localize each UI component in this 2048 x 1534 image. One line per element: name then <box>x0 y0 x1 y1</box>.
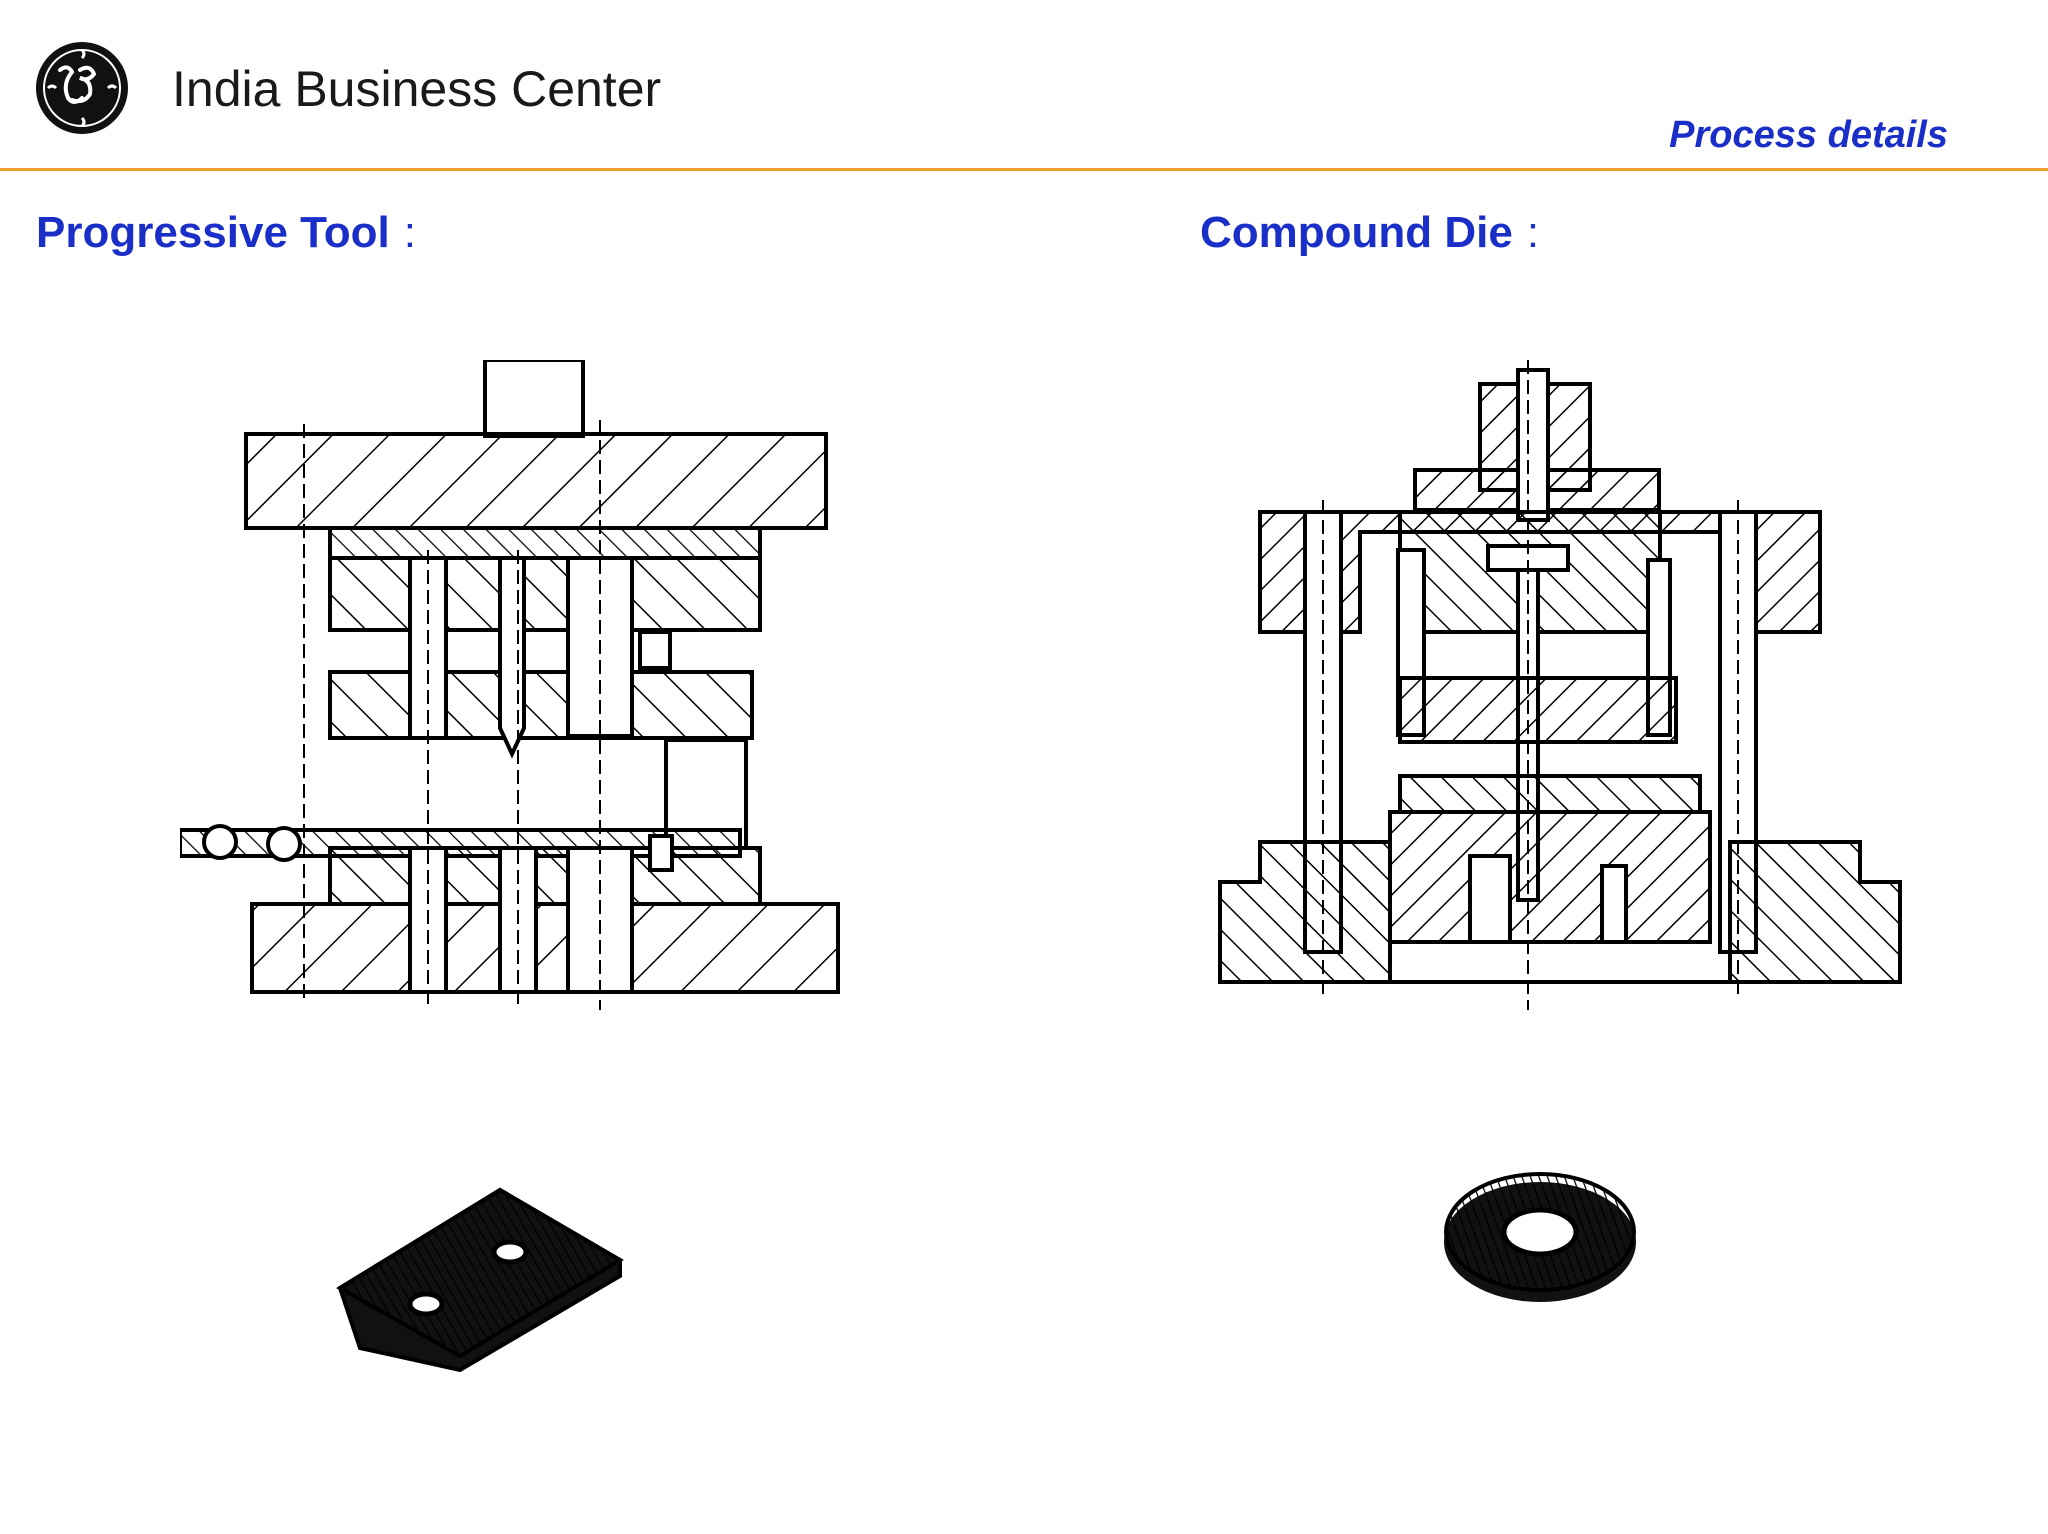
progressive-tool-drawing <box>180 360 840 1010</box>
washer-part <box>1444 1172 1636 1302</box>
section-title: Process details <box>1669 114 1948 156</box>
compound-die-heading: Compound Die: <box>1200 208 1539 258</box>
compound-die-drawing <box>1218 360 1902 1010</box>
progressive-tool-heading: Progressive Tool: <box>36 208 416 258</box>
header-divider <box>0 168 2048 171</box>
compound-die-label: Compound Die <box>1200 208 1513 257</box>
ge-logo <box>36 42 128 134</box>
progressive-tool-label: Progressive Tool <box>36 208 390 257</box>
heading-colon: : <box>1526 208 1540 257</box>
company-name: India Business Center <box>172 61 662 117</box>
heading-colon: : <box>403 208 416 257</box>
perforated-plate-part <box>336 1187 624 1373</box>
